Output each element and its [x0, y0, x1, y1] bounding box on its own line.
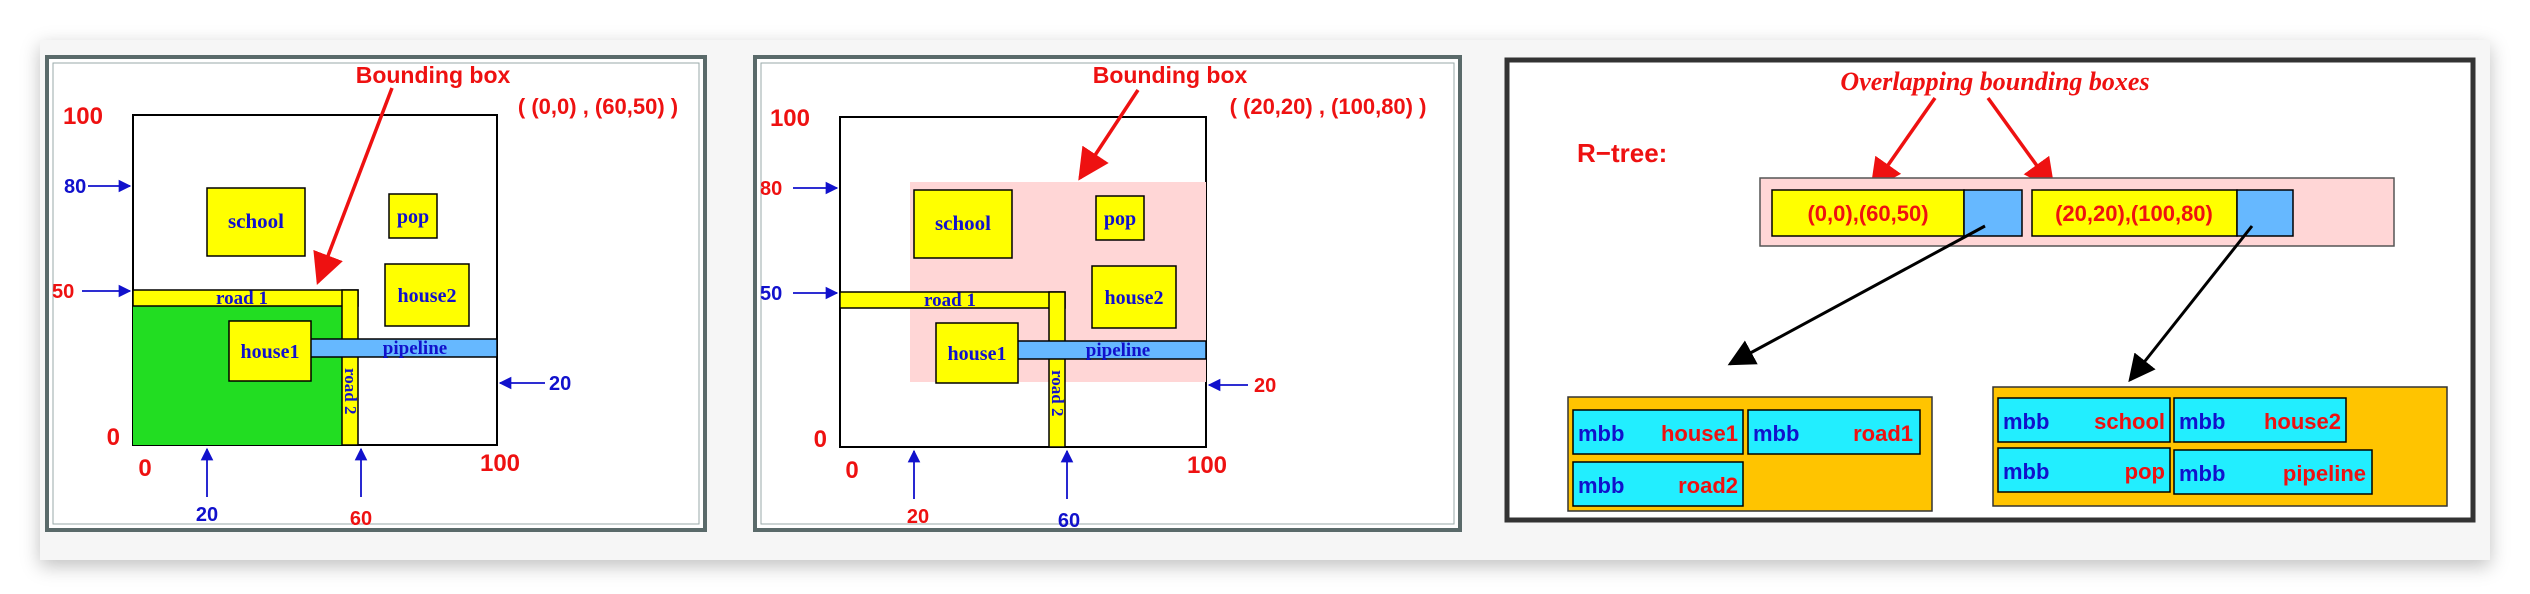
bounding-box-coords: ( (20,20) , (100,80) ) [1230, 94, 1427, 119]
leaf-entry-pop-name: pop [2125, 459, 2165, 484]
marker-50: 50 [52, 281, 74, 303]
overlap-arrow-right [1986, 96, 2055, 191]
leaf-entry-house1-name: house1 [1661, 421, 1738, 446]
house1 [228, 320, 312, 382]
leaf-entry-road1-mbb: mbb [1753, 421, 1799, 446]
panel-2: school pop house2 house1 road 1 pipeline… [753, 55, 1462, 532]
school [206, 187, 306, 257]
panel-1: school pop house2 house1 road 1 pipeline… [45, 55, 707, 532]
house1 [935, 322, 1019, 384]
leaf-entry-house1 [1572, 409, 1744, 455]
house2-label: house2 [1105, 287, 1164, 309]
overlap-arrow-left [1870, 96, 1937, 191]
house2 [1091, 265, 1177, 329]
marker-80: 80 [760, 178, 782, 200]
school [913, 189, 1013, 259]
marker-20-bottom: 20 [196, 504, 218, 526]
panel-3: Overlapping bounding boxes R−tree: (0,0)… [1504, 57, 2476, 523]
pointer-arrow-right [2128, 225, 2254, 383]
leaf-entry-road2-mbb: mbb [1578, 473, 1624, 498]
house1-label: house1 [241, 341, 300, 363]
school-label: school [228, 209, 284, 233]
house2-label: house2 [398, 285, 457, 307]
leaf-entry-pop-mbb: mbb [2003, 459, 2049, 484]
house2 [384, 263, 470, 327]
y-top-label: 100 [63, 103, 103, 130]
leaf-entry-road1 [1747, 409, 1921, 455]
pipeline-label: pipeline [383, 338, 447, 359]
leaf-entry-school-mbb: mbb [2003, 409, 2049, 434]
y-top-label: 100 [770, 105, 810, 132]
marker-60-bottom: 60 [1058, 510, 1080, 532]
marker-20-right: 20 [549, 373, 571, 395]
marker-80: 80 [64, 176, 86, 198]
road2-label: road 2 [341, 368, 360, 414]
x-right-label: 100 [480, 450, 520, 477]
leaf-entry-road2-name: road2 [1678, 473, 1738, 498]
x-right-label: 100 [1187, 452, 1227, 479]
leaf-entry-pop [1997, 447, 2171, 493]
callout-arrow [313, 87, 394, 285]
leaf-entry-house2 [2173, 397, 2347, 443]
leaf-entry-school [1997, 397, 2171, 443]
road-2 [341, 289, 359, 446]
leaf-entry-pipeline-name: pipeline [2283, 461, 2366, 486]
leaf-entry-house2-name: house2 [2264, 409, 2341, 434]
marker-20-bottom: 20 [907, 506, 929, 528]
overlap-title: Overlapping bounding boxes [1840, 67, 2149, 96]
root-entry-1 [1771, 189, 1965, 237]
road-2 [1048, 291, 1066, 448]
root-entry-1-label: (0,0),(60,50) [1807, 201, 1928, 226]
leaf-entry-house2-mbb: mbb [2179, 409, 2225, 434]
pointer-arrow-left [1727, 224, 1986, 366]
pop [388, 193, 438, 239]
root-entry-1-pointer [1963, 189, 2023, 237]
leaf-entry-house1-mbb: mbb [1578, 421, 1624, 446]
pipeline-label: pipeline [1086, 340, 1150, 361]
road1-label: road 1 [924, 290, 976, 311]
marker-60-bottom: 60 [350, 508, 372, 530]
pop-label: pop [1104, 208, 1136, 230]
bounding-box-coords: ( (0,0) , (60,50) ) [518, 94, 678, 119]
root-entry-2 [2031, 189, 2238, 237]
root-entry-2-pointer [2236, 189, 2294, 237]
marker-50: 50 [760, 283, 782, 305]
bounding-box-callout: Bounding box [1093, 62, 1248, 88]
school-label: school [935, 211, 991, 235]
road2-label: road 2 [1048, 370, 1067, 416]
marker-20-right: 20 [1254, 375, 1276, 397]
house1-label: house1 [948, 343, 1007, 365]
leaf-entry-road1-name: road1 [1853, 421, 1913, 446]
leaf-entry-road2 [1572, 461, 1744, 507]
road1-label: road 1 [216, 288, 268, 309]
y-bottom-label: 0 [814, 426, 827, 453]
pop [1095, 195, 1145, 241]
x-left-label: 0 [845, 457, 858, 484]
root-entry-2-label: (20,20),(100,80) [2055, 201, 2213, 226]
leaf-entry-pipeline [2173, 449, 2373, 495]
x-left-label: 0 [138, 455, 151, 482]
rtree-label: R−tree: [1577, 138, 1667, 168]
pop-label: pop [397, 206, 429, 228]
bounding-box-callout: Bounding box [356, 62, 511, 88]
leaf-entry-school-name: school [2094, 409, 2165, 434]
y-bottom-label: 0 [107, 424, 120, 451]
callout-arrow [1078, 89, 1140, 181]
leaf-entry-pipeline-mbb: mbb [2179, 461, 2225, 486]
